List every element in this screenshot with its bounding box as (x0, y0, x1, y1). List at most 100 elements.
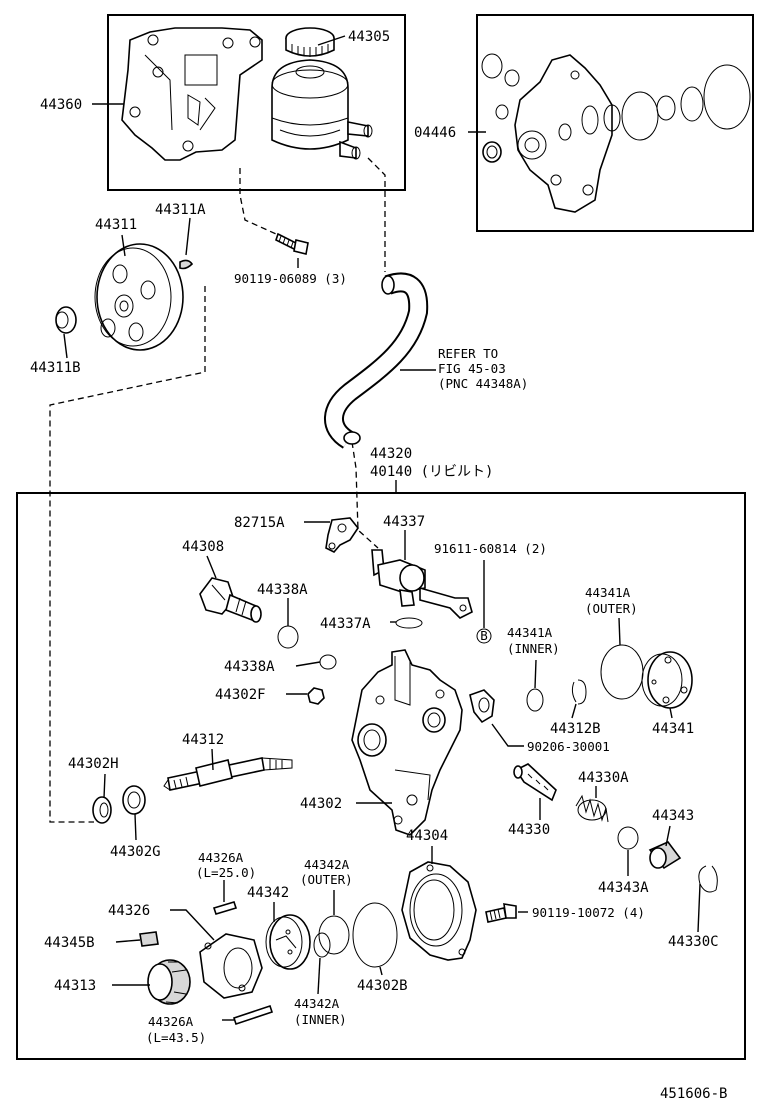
oring-44341A-inner (526, 688, 544, 712)
label-82715A: 82715A (234, 515, 285, 531)
label-04446: 04446 (414, 125, 456, 141)
spring-44330A (575, 794, 609, 823)
plug-44302F (307, 687, 325, 705)
label-44326A-short-2: (L=25.0) (196, 865, 256, 880)
pump-assembly-box (16, 492, 746, 1060)
circle-b-label: B (480, 628, 488, 643)
label-44345B: 44345B (44, 935, 95, 951)
oring-44342A-inner (313, 932, 331, 958)
label-refer-line2: FIG 45-03 (438, 361, 506, 376)
label-90206-30001: 90206-30001 (527, 739, 610, 754)
label-44360: 44360 (40, 97, 82, 113)
dash-pulley-shaft (49, 286, 206, 823)
label-44302H: 44302H (68, 756, 119, 772)
dash-bracket-bolt (239, 168, 286, 239)
label-44326A-short-1: 44326A (198, 850, 244, 865)
label-44312B: 44312B (550, 721, 601, 737)
label-44330: 44330 (508, 822, 550, 838)
label-44342: 44342 (247, 885, 289, 901)
label-44337: 44337 (383, 514, 425, 530)
oring-44343A (617, 826, 639, 850)
pin-44326A-long (232, 1004, 274, 1026)
gasket-kit-04446 (481, 53, 751, 213)
bearing-44302G (122, 785, 146, 815)
label-44343A: 44343A (598, 880, 649, 896)
nut-44311B (55, 306, 77, 334)
label-44342A-outer-2: (OUTER) (300, 872, 353, 887)
label-44330C: 44330C (668, 934, 719, 950)
label-44326A-long-1: 44326A (148, 1014, 194, 1029)
circle-b-marker (476, 628, 492, 644)
fitting-44308 (199, 577, 262, 623)
gasket-kit-box (476, 14, 754, 232)
label-44342A-inner-2: (INNER) (294, 1012, 347, 1027)
pulley-44311 (94, 243, 184, 351)
dash-hose-pump (351, 441, 379, 549)
bracket-44360 (121, 27, 263, 161)
gasket-44302B (352, 902, 398, 968)
housing-44304 (401, 861, 477, 961)
bolt-90119-10072 (485, 903, 517, 923)
leader-lines (63, 35, 701, 1021)
label-44343: 44343 (652, 808, 694, 824)
label-44341A-outer-1: 44341A (585, 585, 631, 600)
label-44311B: 44311B (30, 360, 81, 376)
label-40140: 40140 (リビルト) (370, 464, 493, 480)
label-44308: 44308 (182, 539, 224, 555)
label-44341: 44341 (652, 721, 694, 737)
label-44326A-long-2: (L=43.5) (146, 1030, 206, 1045)
pump-body-44302 (351, 649, 463, 836)
label-44342A-inner-1: 44342A (294, 996, 340, 1011)
label-44311: 44311 (95, 217, 137, 233)
label-44304: 44304 (406, 828, 448, 844)
label-90119-06089: 90119-06089 (3) (234, 271, 347, 286)
snap-ring-44330C (698, 865, 717, 893)
label-44311A: 44311A (155, 202, 206, 218)
label-refer-line1: REFER TO (438, 346, 498, 361)
shaft-44312 (163, 757, 293, 791)
label-44312: 44312 (182, 732, 224, 748)
pin-44326A-short (212, 901, 238, 915)
reservoir-44305 (271, 27, 373, 160)
label-44337A: 44337A (320, 616, 371, 632)
valve-44330 (513, 763, 557, 802)
plate-44341 (641, 651, 693, 709)
label-44302G: 44302G (110, 844, 161, 860)
oring-44338A-b (319, 654, 337, 670)
oring-44342A-outer (318, 915, 350, 955)
part-labels: 44305 44360 04446 44311 44311A 90119-060… (30, 29, 727, 1102)
label-44302B: 44302B (357, 978, 408, 994)
label-44320: 44320 (370, 446, 412, 462)
label-44342A-outer-1: 44342A (304, 857, 350, 872)
dash-reservoir-hose (367, 157, 386, 272)
label-44341A-inner-1: 44341A (507, 625, 553, 640)
label-44341A-inner-2: (INNER) (507, 641, 560, 656)
union-44337 (371, 549, 473, 619)
key-44311A (179, 259, 194, 270)
label-44302: 44302 (300, 796, 342, 812)
hose (324, 272, 429, 449)
oring-44341A-outer (600, 644, 644, 700)
cam-ring-44326 (199, 933, 263, 999)
bracket-82715A (325, 517, 359, 553)
label-90119-10072: 90119-10072 (4) (532, 905, 645, 920)
drawing-number: 451606-B (660, 1086, 727, 1102)
label-refer-line3: (PNC 44348A) (438, 376, 528, 391)
ring-44302H (92, 796, 112, 824)
oring-44337A (395, 617, 423, 629)
oring-44338A-a (277, 625, 299, 649)
label-44313: 44313 (54, 978, 96, 994)
clamp-90206-30001 (469, 689, 495, 724)
rotor-44313 (147, 959, 191, 1005)
label-44338A-b: 44338A (224, 659, 275, 675)
label-44338A-a: 44338A (257, 582, 308, 598)
label-91611-60814: 91611-60814 (2) (434, 541, 547, 556)
label-44302F: 44302F (215, 687, 266, 703)
label-44330A: 44330A (578, 770, 629, 786)
label-44305: 44305 (348, 29, 390, 45)
reservoir-bracket-box (107, 14, 406, 191)
bolt-90119-06089 (275, 232, 309, 255)
vane-44345B (139, 931, 159, 947)
plate-44342 (265, 914, 311, 970)
